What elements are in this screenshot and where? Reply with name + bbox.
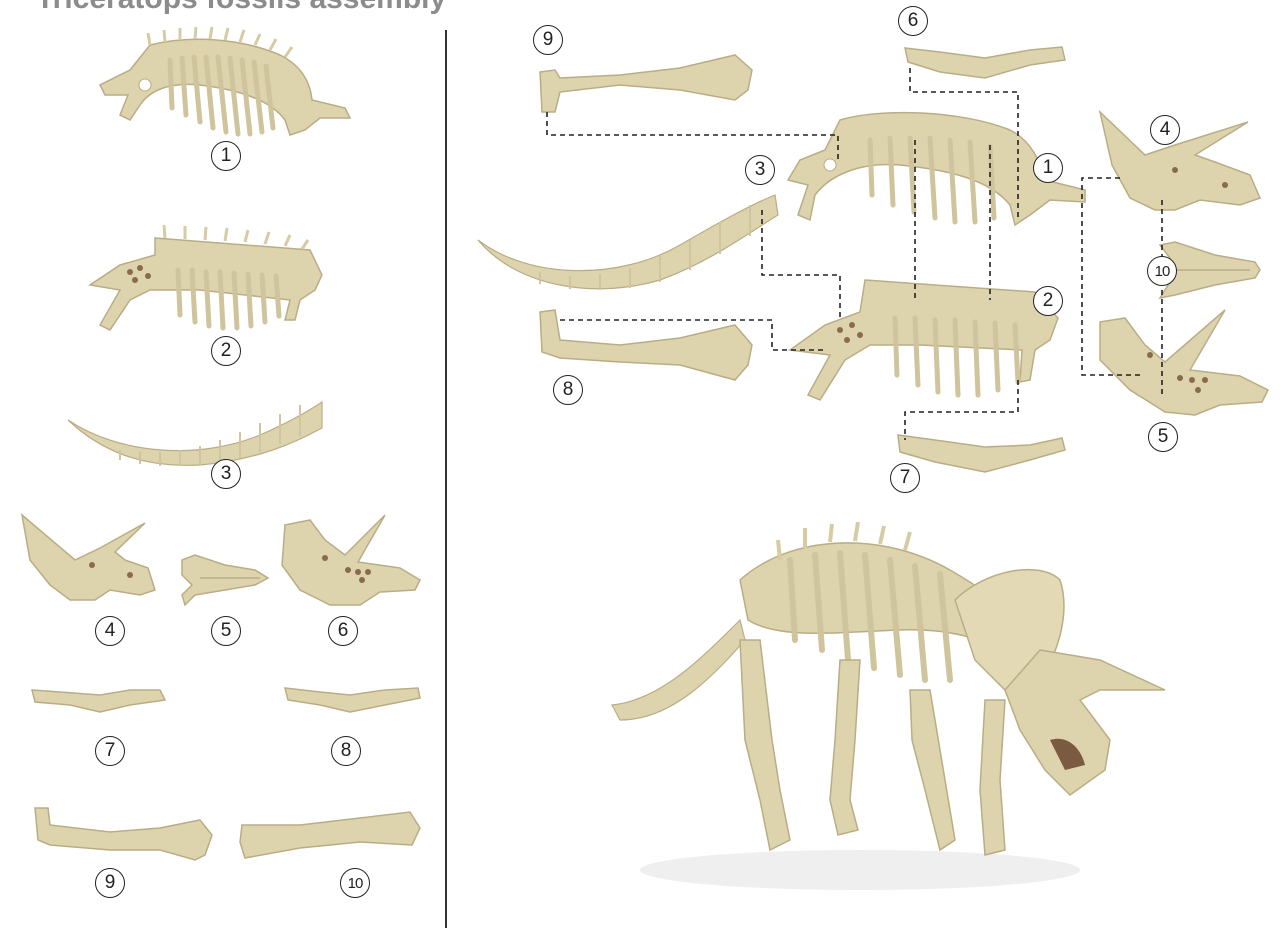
assembly-part-9	[540, 55, 752, 112]
assembly-part-3	[478, 195, 778, 290]
part-8-front-leg	[285, 688, 420, 712]
assembly-part-7	[898, 435, 1065, 472]
part-4-skull-frill	[22, 515, 155, 600]
part-label-4: 4	[95, 616, 125, 646]
part-5-lower-jaw	[182, 555, 268, 605]
part-7-front-leg	[32, 690, 165, 712]
part-2-rear-ribcage	[90, 225, 322, 330]
part-9-hind-leg	[35, 808, 212, 860]
assembly-label-4: 4	[1150, 115, 1180, 145]
assembly-label-7: 7	[890, 463, 920, 493]
assembly-label-9: 9	[533, 25, 563, 55]
part-label-1: 1	[211, 141, 241, 171]
assembly-label-2: 2	[1033, 286, 1063, 316]
part-10-hind-leg	[240, 812, 420, 858]
part-3-tail	[68, 402, 322, 466]
part-label-5: 5	[211, 616, 241, 646]
assembly-label-5: 5	[1148, 422, 1178, 452]
part-label-2: 2	[211, 336, 241, 366]
part-label-9: 9	[95, 868, 125, 898]
assembled-triceratops	[612, 522, 1165, 890]
assembly-label-8: 8	[553, 375, 583, 405]
assembly-part-6	[905, 47, 1065, 78]
part-label-6: 6	[328, 616, 358, 646]
part-label-3: 3	[211, 459, 241, 489]
part-label-8: 8	[331, 736, 361, 766]
assembly-part-5	[1100, 310, 1268, 415]
assembly-part-4	[1100, 112, 1260, 210]
assembly-label-1: 1	[1033, 153, 1063, 183]
assembly-label-10: 10	[1147, 256, 1177, 286]
assembly-label-3: 3	[745, 155, 775, 185]
part-label-10: 10	[340, 868, 370, 898]
part-6-skull-horns	[282, 515, 420, 605]
part-label-7: 7	[95, 736, 125, 766]
part-1-front-ribcage	[100, 27, 350, 135]
assembly-label-6: 6	[898, 6, 928, 36]
